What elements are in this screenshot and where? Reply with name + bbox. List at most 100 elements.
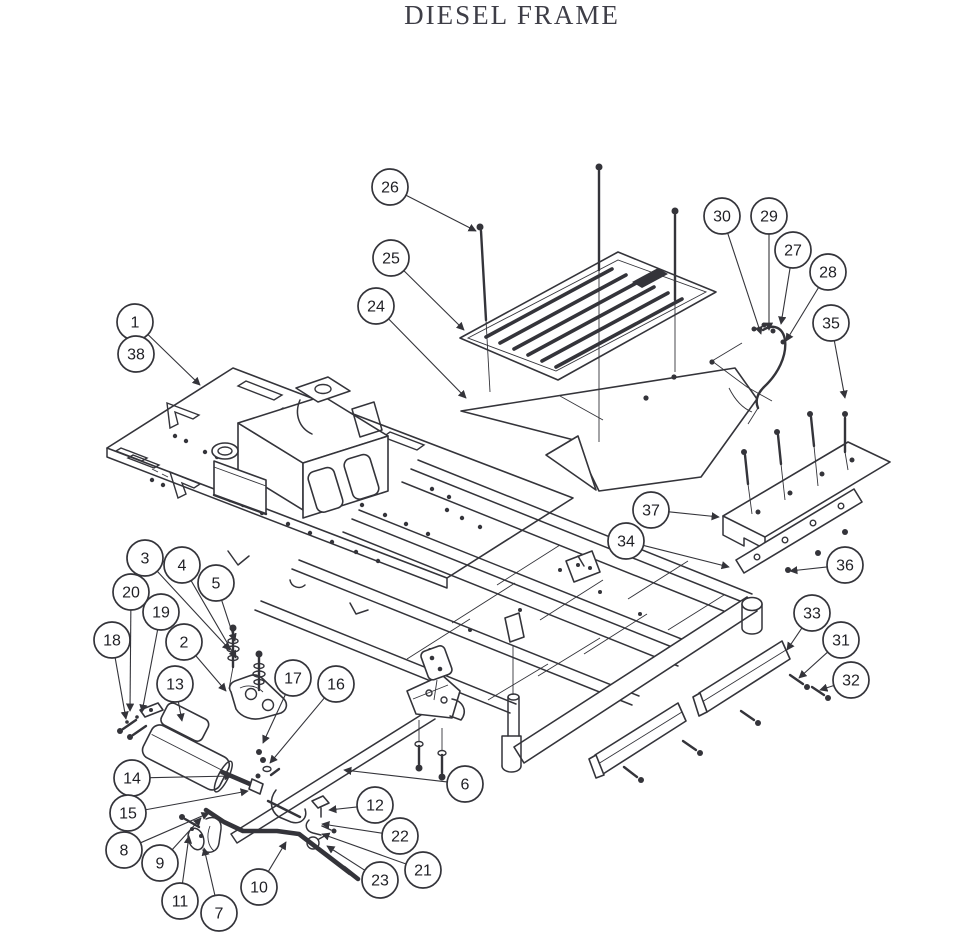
callout-number-31: 31 xyxy=(832,633,850,650)
callout-balloon-30 xyxy=(703,197,741,235)
callout-balloon-24 xyxy=(357,287,395,325)
callout-balloon-13 xyxy=(156,665,194,703)
callout-leader-14 xyxy=(149,772,233,781)
callout-leader-6 xyxy=(343,766,448,783)
callout-number-28: 28 xyxy=(819,265,837,282)
callout-number-17: 17 xyxy=(284,671,302,688)
callout-number-3: 3 xyxy=(141,551,150,568)
lift-actuator xyxy=(141,702,264,795)
skid-rail-upper xyxy=(692,640,831,726)
callout-number-2: 2 xyxy=(180,635,189,652)
callout-balloon-27 xyxy=(774,231,812,269)
clevis-pins xyxy=(117,702,164,740)
backing-strap xyxy=(735,488,863,574)
callout-leader-11 xyxy=(181,835,193,884)
callout-number-29: 29 xyxy=(760,209,778,226)
callout-balloon-28 xyxy=(809,253,847,291)
callout-leader-19 xyxy=(139,629,159,713)
callout-balloon-16 xyxy=(317,665,355,703)
pivot-bracket xyxy=(228,674,288,720)
callout-number-4: 4 xyxy=(178,558,187,575)
callout-number-27: 27 xyxy=(784,243,802,260)
callout-balloon-34 xyxy=(607,522,645,560)
callout-balloon-3 xyxy=(126,539,164,577)
callout-balloon-20 xyxy=(112,573,150,611)
callout-number-35: 35 xyxy=(822,316,840,333)
callout-number-32: 32 xyxy=(842,673,860,690)
callout-number-37: 37 xyxy=(642,503,660,520)
callout-leader-26 xyxy=(405,194,477,232)
callout-balloon-29 xyxy=(750,197,788,235)
callout-leader-22 xyxy=(321,821,383,834)
callout-number-12: 12 xyxy=(366,798,384,815)
engine-mount-box xyxy=(211,376,389,519)
callout-leader-23 xyxy=(326,845,366,871)
callout-leader-2 xyxy=(195,655,227,692)
support-roller xyxy=(501,645,522,773)
callout-balloon-33 xyxy=(793,594,831,632)
callout-number-23: 23 xyxy=(371,873,389,890)
skid-rail-lower xyxy=(588,702,703,783)
callout-number-30: 30 xyxy=(713,209,731,226)
callout-number-9: 9 xyxy=(156,856,165,873)
callout-leader-30 xyxy=(727,232,763,335)
callout-number-25: 25 xyxy=(382,251,400,268)
callout-leader-15 xyxy=(145,788,249,811)
callout-balloon-7 xyxy=(200,894,238,932)
callout-number-16: 16 xyxy=(327,677,345,694)
callout-leader-31 xyxy=(798,651,829,679)
callout-leader-9 xyxy=(171,817,202,851)
callout-leader-18 xyxy=(114,657,129,720)
callout-leader-33 xyxy=(786,627,803,651)
callout-number-7: 7 xyxy=(215,906,224,923)
top-cover-panel xyxy=(459,251,717,381)
callout-balloon-23 xyxy=(361,861,399,899)
callout-leader-13 xyxy=(176,701,185,722)
callout-leader-7 xyxy=(201,847,216,896)
callout-number-8: 8 xyxy=(120,843,129,860)
callout-balloon-31 xyxy=(822,621,860,659)
callout-balloon-18 xyxy=(93,621,131,659)
callout-leader-32 xyxy=(819,683,835,692)
callout-number-1: 1 xyxy=(131,315,140,332)
callout-leader-27 xyxy=(778,267,791,325)
callout-number-26: 26 xyxy=(381,180,399,197)
callout-number-5: 5 xyxy=(212,576,221,593)
callout-leader-36 xyxy=(789,566,828,575)
callout-balloon-9 xyxy=(141,844,179,882)
callout-leader-10 xyxy=(267,841,287,872)
callout-number-21: 21 xyxy=(414,863,432,880)
callout-number-15: 15 xyxy=(119,806,137,823)
callout-balloon-12 xyxy=(356,786,394,824)
callout-balloon-11 xyxy=(161,882,199,920)
callout-number-38: 38 xyxy=(127,347,145,364)
mounting-bolts xyxy=(476,163,849,515)
callout-number-24: 24 xyxy=(367,299,385,316)
callout-number-18: 18 xyxy=(103,633,121,650)
callout-balloon-8 xyxy=(105,831,143,869)
callout-leader-16 xyxy=(269,697,325,764)
callout-balloon-37 xyxy=(632,491,670,529)
callout-balloon-5 xyxy=(197,564,235,602)
callout-balloon-32 xyxy=(832,661,870,699)
callout-number-6: 6 xyxy=(461,777,470,794)
callout-leader-28 xyxy=(785,287,820,342)
callout-balloon-19 xyxy=(142,593,180,631)
callout-balloon-36 xyxy=(826,546,864,584)
brand-logo xyxy=(632,268,668,288)
callout-leader-24 xyxy=(388,318,467,399)
mount-bracket xyxy=(722,441,891,550)
callout-leader-37 xyxy=(668,511,720,521)
callout-number-19: 19 xyxy=(152,605,170,622)
callout-number-36: 36 xyxy=(836,558,854,575)
callout-leader-4 xyxy=(190,580,237,659)
callout-leader-5 xyxy=(221,599,237,642)
callout-balloon-22 xyxy=(381,817,419,855)
cover-plate xyxy=(460,359,758,492)
callout-leader-17 xyxy=(262,694,286,744)
callout-balloon-38 xyxy=(117,335,155,373)
frame-rails xyxy=(254,459,753,714)
callout-leader-34 xyxy=(643,544,730,570)
